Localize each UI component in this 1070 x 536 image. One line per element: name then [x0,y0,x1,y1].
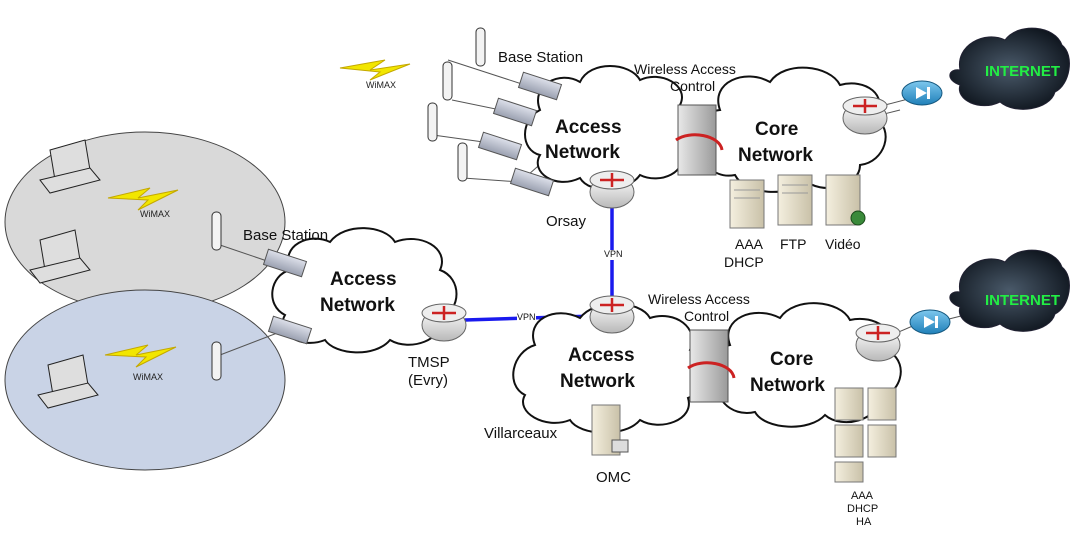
bottom-core-network-label-line2: Network [750,375,825,396]
laptop-icons [29,139,101,409]
base-station-boxes-top [477,71,563,197]
bottom-aaa-label: AAA [851,490,874,502]
top-internet-cloud [949,27,1070,110]
dhcp-label: DHCP [724,254,764,270]
video-server-icon [825,174,866,226]
top-wac-label-line2: Control [670,78,716,94]
top-core-network-label-line2: Network [738,145,813,166]
bottom-ha-label: HA [856,516,872,528]
orsay-label: Orsay [546,213,587,230]
bottom-internet-cloud [949,249,1070,332]
villarceaux-label: Villarceaux [484,425,558,442]
aaa-dhcp-ha-servers-icon [834,387,897,483]
top-wimax-label: WiMAX [366,80,396,90]
aaa-dhcp-server-icon [729,179,765,229]
bottom-wac-server-icon [687,329,736,403]
bottom-wac-label-line2: Control [684,308,730,324]
top-firewall-icon [901,80,943,106]
video-label: Vidéo [825,236,861,252]
left-access-network-label-line2: Network [320,295,395,316]
vpn-horizontal-label: VPN [517,312,536,323]
top-core-network-label-line1: Core [755,119,799,140]
antenna-icons [211,27,486,381]
top-core-router-icon [842,96,888,135]
omc-server-icon [591,404,629,456]
tmsp-router-icon [421,303,467,342]
evry-label: (Evry) [408,372,448,389]
top-base-station-label: Base Station [498,49,584,66]
wimax-bolt-icons [104,59,411,368]
bottom-core-network-label-line1: Core [770,349,814,370]
aaa-label: AAA [735,236,764,252]
bottom-firewall-icon [909,309,951,335]
top-wac-server-icon [675,104,724,176]
top-access-network-label-line2: Network [545,142,620,163]
bottom-access-network-label-line1: Access [568,345,635,366]
bottom-dhcp-label: DHCP [847,503,879,515]
left-base-station-label: Base Station [243,227,329,244]
tmsp-label: TMSP [408,354,450,371]
top-internet-label: INTERNET [985,63,1060,80]
ftp-server-icon [777,174,813,226]
villarceaux-router-icon [589,295,635,334]
left-wimax-top-label: WiMAX [140,209,170,219]
top-access-network-label-line1: Access [555,117,622,138]
bottom-internet-label: INTERNET [985,292,1060,309]
wimax-cell-top [4,131,286,313]
base-station-boxes-left [262,248,313,345]
bottom-access-network-label-line2: Network [560,371,635,392]
vpn-vertical-label: VPN [604,249,623,260]
bottom-wac-label-line1: Wireless Access [648,291,750,307]
omc-label: OMC [596,469,631,486]
top-wac-label-line1: Wireless Access [634,61,736,77]
bottom-core-router-icon [855,323,901,362]
ftp-label: FTP [780,236,807,252]
left-access-network-label-line1: Access [330,269,397,290]
orsay-router-icon [589,170,635,209]
left-wimax-bottom-label: WiMAX [133,372,163,382]
wimax-cell-bottom [4,289,286,471]
